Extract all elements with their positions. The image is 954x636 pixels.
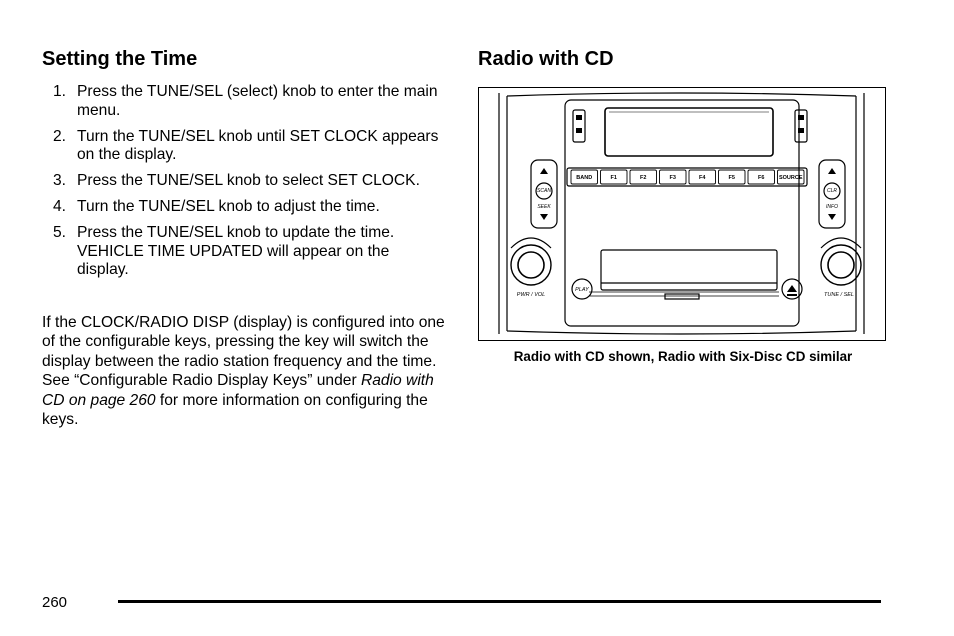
step-text: Press the TUNE/SEL knob to select SET CL… bbox=[77, 172, 420, 189]
clr-label: CLR bbox=[827, 188, 837, 194]
play-label: PLAY bbox=[575, 287, 589, 293]
step-item: 1. Press the TUNE/SEL (select) knob to en… bbox=[42, 83, 442, 120]
step-item: 3. Press the TUNE/SEL knob to select SET … bbox=[42, 172, 442, 191]
preset-key-label: F5 bbox=[729, 175, 735, 181]
info-label: INFO bbox=[826, 204, 838, 210]
step-number: 2. bbox=[53, 127, 67, 145]
preset-key-f6 bbox=[747, 169, 775, 185]
scan-label: SCAN bbox=[537, 188, 551, 194]
step-item: 4. Turn the TUNE/SEL knob to adjust the t… bbox=[42, 198, 442, 217]
preset-key-label: BAND bbox=[576, 175, 592, 181]
preset-key-label: F3 bbox=[670, 175, 676, 181]
cross-reference-link[interactable]: Radio with CD on page 260 bbox=[42, 372, 434, 409]
step-text: Press the TUNE/SEL knob to update the ti… bbox=[77, 224, 395, 278]
section-heading-setting-the-time: Setting the Time bbox=[42, 48, 198, 70]
step-text: Turn the TUNE/SEL knob to adjust the tim… bbox=[77, 198, 380, 215]
preset-key-label: F4 bbox=[699, 175, 706, 181]
preset-key-label: F6 bbox=[758, 175, 764, 181]
radio-illustration: BAND F1 F2 F3 F4 F5 F6 SOURCE SCAN SEEK CLR INF… bbox=[478, 87, 886, 341]
clock-display-paragraph: If the CLOCK/RADIO DISP (display) is con… bbox=[42, 313, 446, 429]
preset-key-label: SOURCE bbox=[779, 175, 803, 181]
preset-key-f3 bbox=[659, 169, 687, 185]
figure-caption: Radio with CD shown, Radio with Six-Disc… bbox=[513, 349, 853, 364]
pwr-vol-label: PWR / VOL bbox=[517, 292, 545, 298]
paragraph-text: If the CLOCK/RADIO DISP (display) is con… bbox=[42, 314, 445, 390]
step-number: 1. bbox=[53, 83, 67, 100]
step-number: 5. bbox=[53, 224, 67, 241]
radio-faceplate-drawing: BAND F1 F2 F3 F4 F5 F6 SOURCE SCAN SEEK CLR INF… bbox=[498, 92, 865, 335]
preset-key-label: F2 bbox=[640, 175, 646, 181]
step-item: 5. Press the TUNE/SEL knob to update the … bbox=[42, 224, 442, 280]
paragraph-text-end: for more information on configuring the … bbox=[42, 391, 428, 429]
step-number: 4. bbox=[53, 198, 67, 215]
preset-key-f2 bbox=[629, 169, 657, 185]
section-heading-radio-with-cd: Radio with CD bbox=[478, 48, 614, 70]
preset-key-band bbox=[570, 169, 598, 185]
preset-key-f5 bbox=[718, 169, 746, 185]
seek-label: SEEK bbox=[537, 204, 551, 210]
preset-key-f1 bbox=[600, 169, 628, 185]
step-text: Press the TUNE/SEL (select) knob to ente… bbox=[77, 83, 438, 119]
preset-key-source bbox=[777, 169, 805, 185]
page-number: 260 bbox=[42, 594, 68, 611]
step-text: Turn the TUNE/SEL knob until SET CLOCK a… bbox=[77, 127, 439, 164]
steps-list: 1. Press the TUNE/SEL (select) knob to en… bbox=[42, 83, 442, 287]
tune-sel-label: TUNE / SEL bbox=[824, 292, 854, 298]
step-number: 3. bbox=[53, 172, 67, 189]
footer-rule bbox=[118, 600, 881, 603]
preset-key-label: F1 bbox=[611, 175, 617, 181]
preset-key-f4 bbox=[688, 169, 716, 185]
step-item: 2. Turn the TUNE/SEL knob until SET CLOCK… bbox=[42, 128, 442, 165]
